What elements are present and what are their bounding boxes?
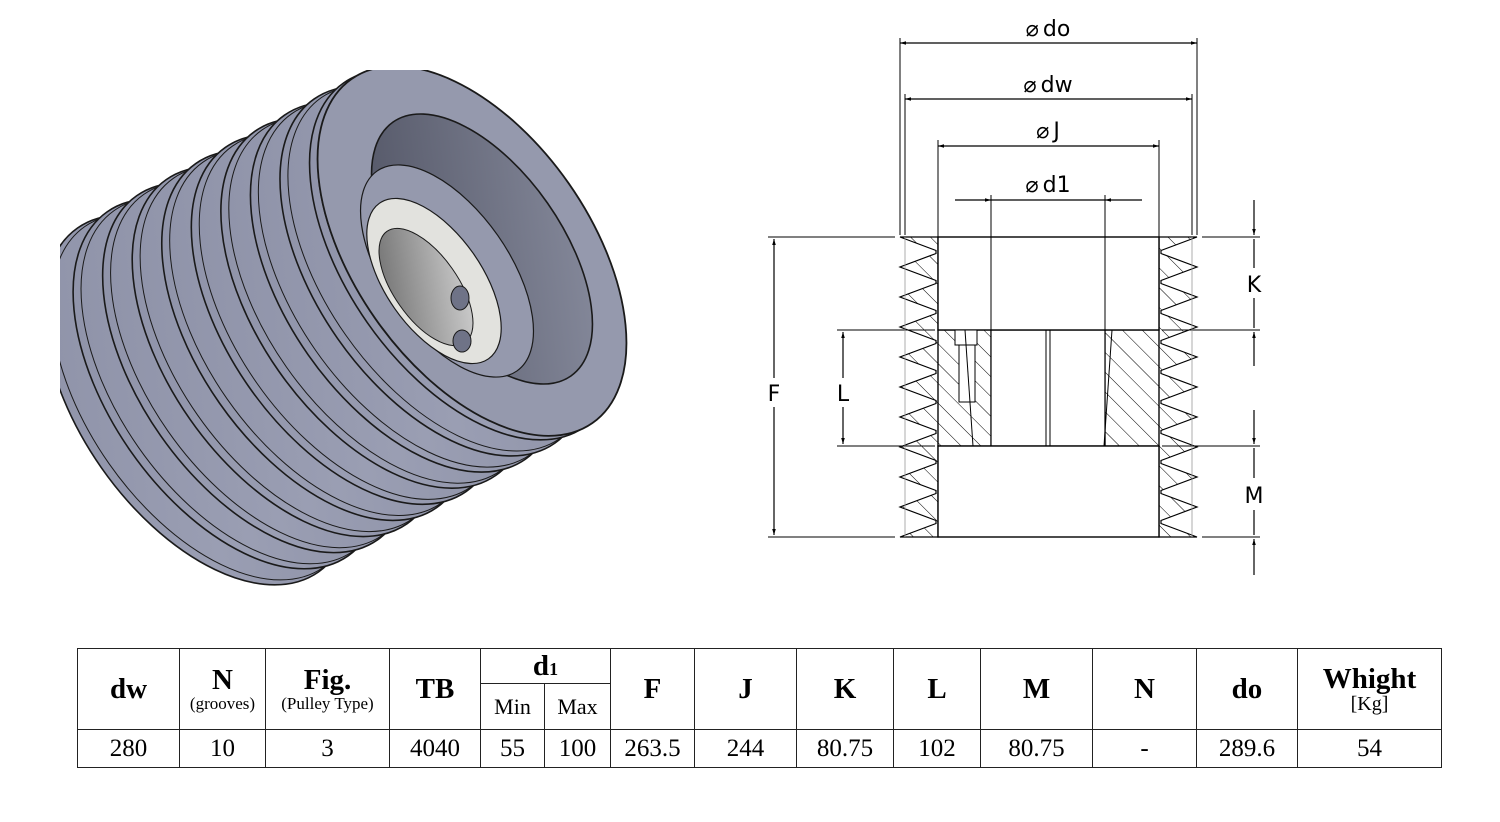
header-weight-unit: [Kg]	[1350, 693, 1389, 715]
header-N2-label: N	[1134, 673, 1155, 705]
header-do-label: do	[1231, 673, 1263, 705]
pulley-section	[898, 236, 1199, 538]
cross-section-drawing: ⌀do ⌀dw ⌀J ⌀d1 F L K M	[768, 17, 1264, 575]
label-d1: d1	[1043, 173, 1071, 198]
cell-fig: 3	[265, 729, 390, 768]
bolt-hole	[452, 329, 472, 353]
diameter-labels: ⌀do ⌀dw ⌀J ⌀d1	[1023, 17, 1072, 198]
cell-J: 244	[694, 729, 797, 768]
header-N-sub: (grooves)	[189, 694, 256, 713]
cell-N2: -	[1092, 729, 1197, 768]
header-J: J	[694, 648, 797, 730]
diameter-dimensions	[900, 41, 1197, 202]
header-M-label: M	[1022, 673, 1051, 705]
header-d1-min-label: Min	[494, 693, 531, 719]
cell-do: 289.6	[1196, 729, 1298, 768]
header-fig-label: Fig.	[303, 664, 352, 696]
bottom-recess	[937, 445, 1160, 538]
label-L: L	[837, 382, 850, 407]
cell-F: 263.5	[610, 729, 695, 768]
left-groove-wall	[898, 236, 939, 538]
cell-weight: 54	[1297, 729, 1442, 768]
shaft-bore-section	[990, 329, 1106, 447]
horizontal-extension-lines	[768, 236, 1260, 538]
header-d1-max: Max	[544, 683, 611, 730]
header-weight: Whight[Kg]	[1297, 648, 1442, 730]
table-subheader-row: Min Max	[78, 683, 1442, 730]
svg-text:⌀d1: ⌀d1	[1025, 173, 1070, 198]
svg-text:⌀J: ⌀J	[1036, 119, 1060, 144]
pulley-3d-render	[60, 70, 628, 586]
label-dw: dw	[1041, 73, 1073, 98]
label-F: F	[768, 382, 781, 407]
cell-L: 102	[893, 729, 981, 768]
header-TB: TB	[389, 648, 481, 730]
table-header-row: dw N(grooves) Fig.(Pulley Type) TB d1 F …	[77, 647, 1442, 730]
diameter-symbol: ⌀	[1023, 73, 1036, 98]
header-F-label: F	[643, 673, 662, 705]
header-dw: dw	[77, 648, 180, 730]
label-M: M	[1245, 484, 1264, 509]
header-do: do	[1196, 648, 1298, 730]
header-N-label: N	[212, 664, 233, 696]
header-dw-label: dw	[109, 673, 148, 705]
cell-M: 80.75	[980, 729, 1093, 768]
pulley-body	[60, 70, 628, 586]
cell-TB: 4040	[389, 729, 481, 768]
diameter-symbol: ⌀	[1036, 119, 1049, 144]
header-d1-label: d	[532, 650, 550, 683]
label-K: K	[1247, 273, 1262, 298]
header-d1-min: Min	[480, 683, 545, 730]
header-J-label: J	[738, 673, 753, 705]
diameter-symbol: ⌀	[1026, 17, 1039, 42]
screw-hole	[958, 344, 976, 403]
spec-table: dw N(grooves) Fig.(Pulley Type) TB d1 F …	[77, 647, 1442, 768]
label-J: J	[1051, 119, 1060, 144]
cell-N: 10	[179, 729, 266, 768]
cell-dw: 280	[77, 729, 180, 768]
header-N2: N	[1092, 648, 1197, 730]
header-d1-sub: 1	[549, 659, 559, 680]
cell-d1-max: 100	[544, 729, 611, 768]
header-d1: d1	[480, 647, 611, 685]
header-L-label: L	[927, 673, 947, 705]
header-weight-label: Whight	[1322, 663, 1417, 695]
top-recess	[937, 236, 1160, 331]
svg-text:⌀do: ⌀do	[1026, 17, 1071, 42]
label-do: do	[1043, 17, 1070, 42]
cell-d1-min: 55	[480, 729, 545, 768]
svg-text:⌀dw: ⌀dw	[1023, 73, 1072, 98]
header-fig: Fig.(Pulley Type)	[265, 648, 390, 730]
height-dimensions	[772, 200, 1256, 575]
header-TB-label: TB	[415, 673, 455, 705]
cell-K: 80.75	[796, 729, 894, 768]
header-K-label: K	[833, 673, 857, 705]
header-F: F	[610, 648, 695, 730]
header-M: M	[980, 648, 1093, 730]
bolt-hole	[450, 285, 470, 311]
header-d1-max-label: Max	[557, 693, 598, 719]
header-L: L	[893, 648, 981, 730]
header-N: N(grooves)	[179, 648, 266, 730]
diameter-symbol: ⌀	[1025, 173, 1038, 198]
right-groove-wall	[1158, 236, 1199, 538]
header-K: K	[796, 648, 894, 730]
hub-right-section	[1104, 329, 1160, 447]
table-row: 280 10 3 4040 55 100 263.5 244 80.75 102…	[77, 729, 1442, 768]
header-fig-sub: (Pulley Type)	[281, 694, 374, 713]
